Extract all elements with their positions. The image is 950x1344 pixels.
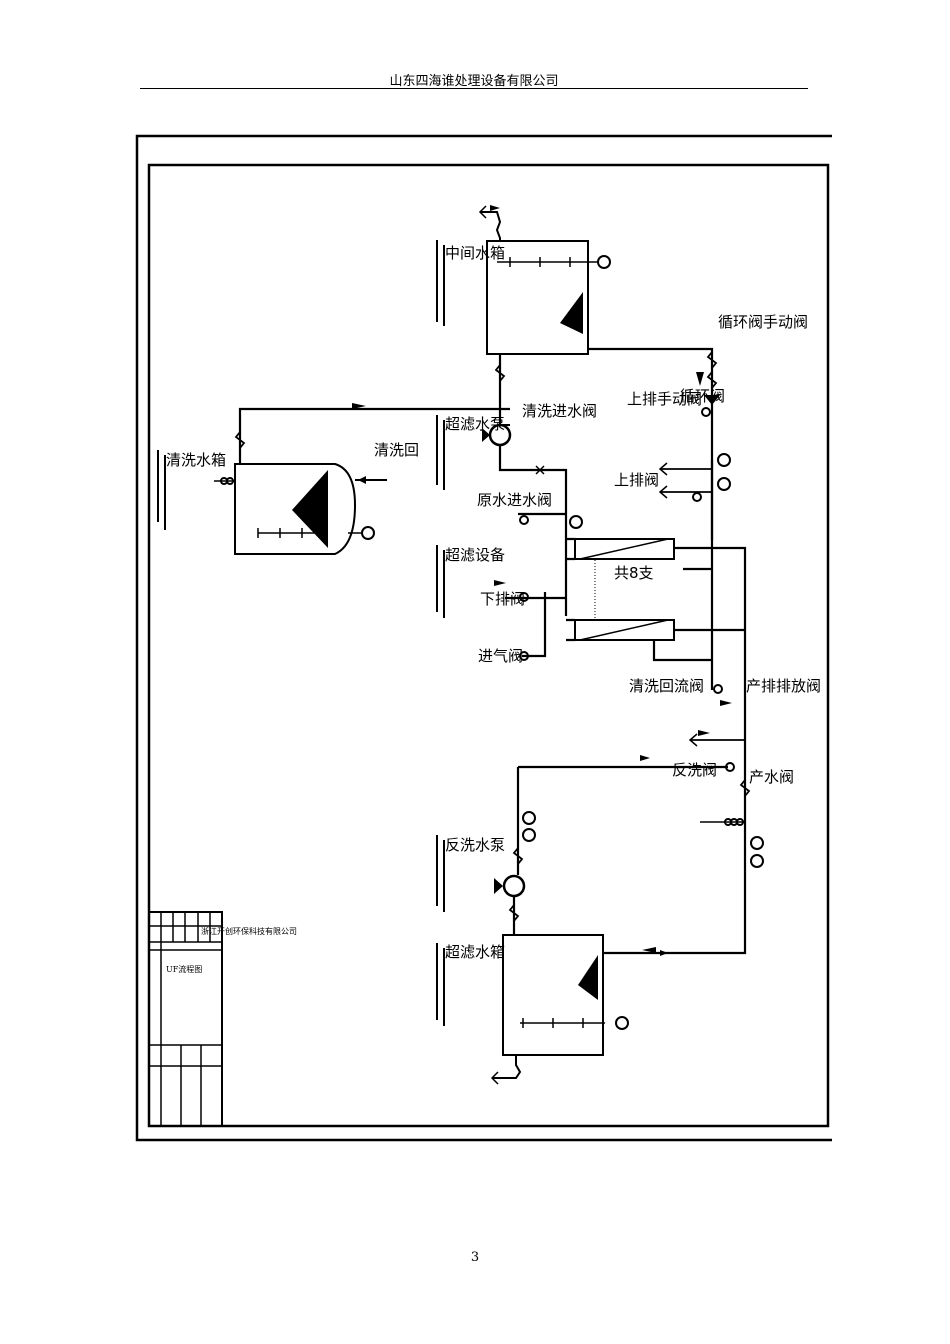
label-raw-water-inlet-valve: 原水进水阀 bbox=[477, 491, 552, 509]
label-backwash-pump: 反洗水泵 bbox=[445, 836, 505, 854]
label-intermediate-tank: 中间水箱 bbox=[445, 244, 505, 262]
intermediate-tank bbox=[486, 240, 611, 355]
label-cleaning-return: 清洗回 bbox=[374, 441, 419, 459]
label-bars bbox=[157, 240, 445, 1026]
flow-arrows bbox=[352, 205, 732, 956]
title-block-drawing-name: UF流程图 bbox=[166, 964, 202, 974]
uf-tank bbox=[502, 934, 629, 1056]
label-uf-tank: 超滤水箱 bbox=[445, 943, 505, 961]
page-number: 3 bbox=[470, 1250, 480, 1265]
label-cleaning-inlet-valve: 清洗进水阀 bbox=[522, 402, 597, 420]
label-upper-drain-manual-valve: 上排手动阀 bbox=[627, 390, 702, 408]
label-air-inlet-valve: 进气阀 bbox=[478, 647, 523, 665]
label-backwash-valve: 反洗阀 bbox=[672, 761, 717, 779]
tank-inlet-pipe-top bbox=[478, 205, 502, 241]
tank-outlet-pipe-bottom bbox=[490, 1055, 522, 1085]
cleaning-tank bbox=[214, 463, 387, 555]
title-block-company: 浙江开创环保科技有限公司 bbox=[201, 926, 297, 936]
page-header: 山东四海谁处理设备有限公司 bbox=[389, 74, 559, 89]
label-lower-drain-valve: 下排阀 bbox=[480, 590, 525, 608]
label-product-drain-valve: 产排排放阀 bbox=[746, 677, 821, 695]
title-block bbox=[148, 911, 223, 1127]
label-total-8: 共8支 bbox=[614, 564, 654, 582]
label-circulation-valve: 循环阀 bbox=[680, 387, 725, 405]
header-rule bbox=[140, 88, 808, 89]
label-cleaning-tank: 清洗水箱 bbox=[166, 451, 226, 469]
label-circulation-manual-valve: 循环阀手动阀 bbox=[718, 313, 808, 331]
label-product-water-valve: 产水阀 bbox=[749, 768, 794, 786]
drawing-frame bbox=[135, 134, 832, 1142]
instrument-gauges bbox=[519, 407, 764, 868]
label-upper-drain-valve: 上排阀 bbox=[614, 471, 659, 489]
label-cleaning-return-valve: 清洗回流阀 bbox=[629, 677, 704, 695]
pipework bbox=[234, 347, 751, 955]
label-uf-equipment: 超滤设备 bbox=[445, 546, 505, 564]
backwash-pump-symbol bbox=[494, 874, 526, 898]
label-uf-pump: 超滤水泵 bbox=[445, 415, 505, 433]
uf-membrane-modules bbox=[574, 538, 675, 641]
